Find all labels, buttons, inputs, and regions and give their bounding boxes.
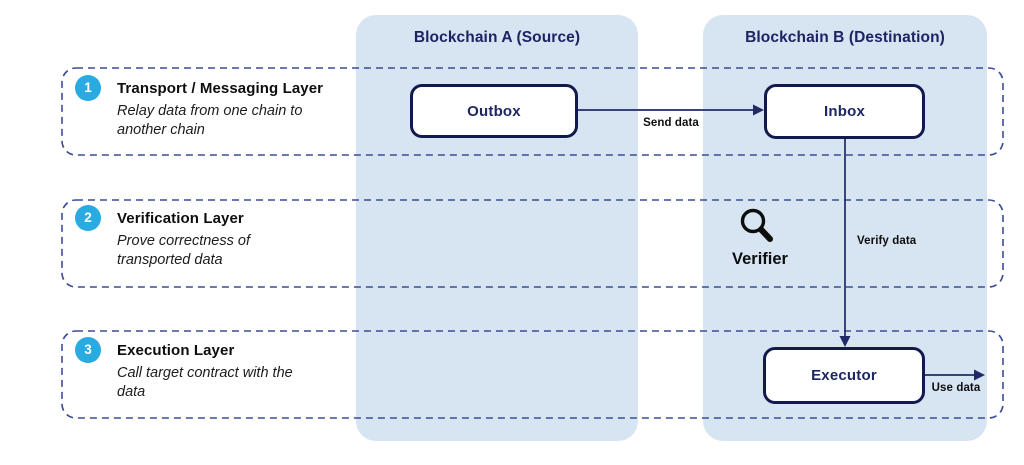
- outbox-node: Outbox: [410, 84, 578, 138]
- layer-1-number: 1: [84, 80, 92, 95]
- layer-1-description: Relay data from one chain to another cha…: [117, 103, 303, 138]
- verify-data-label: Verify data: [857, 235, 917, 247]
- inbox-label: Inbox: [824, 103, 865, 120]
- use-data-label: Use data: [931, 382, 981, 394]
- layer-1-text: Transport / Messaging Layer Relay data f…: [117, 79, 327, 139]
- layer-1-title: Transport / Messaging Layer: [117, 80, 324, 97]
- verifier-label: Verifier: [732, 250, 788, 268]
- inbox-node: Inbox: [764, 84, 925, 139]
- layer-3-text: Execution Layer Call target contract wit…: [117, 341, 327, 401]
- blockchain-a-column: Blockchain A (Source): [356, 15, 638, 441]
- blockchain-a-title: Blockchain A (Source): [413, 29, 581, 46]
- layer-3-number-badge: 3: [75, 337, 101, 363]
- layer-3-number: 3: [84, 342, 92, 357]
- layer-2-title: Verification Layer: [117, 210, 244, 227]
- executor-label: Executor: [811, 367, 877, 384]
- layer-3-title: Execution Layer: [117, 342, 235, 359]
- layer-2-description: Prove correctness of transported data: [117, 233, 250, 268]
- executor-node: Executor: [763, 347, 925, 404]
- blockchain-b-title: Blockchain B (Destination): [745, 29, 945, 46]
- layer-3-description: Call target contract with the data: [117, 365, 293, 400]
- layer-2-number: 2: [84, 210, 92, 225]
- send-data-label: Send data: [643, 117, 699, 129]
- outbox-label: Outbox: [467, 102, 521, 120]
- layer-2-text: Verification Layer Prove correctness of …: [117, 209, 327, 269]
- layer-2-number-badge: 2: [75, 205, 101, 231]
- layer-1-number-badge: 1: [75, 75, 101, 101]
